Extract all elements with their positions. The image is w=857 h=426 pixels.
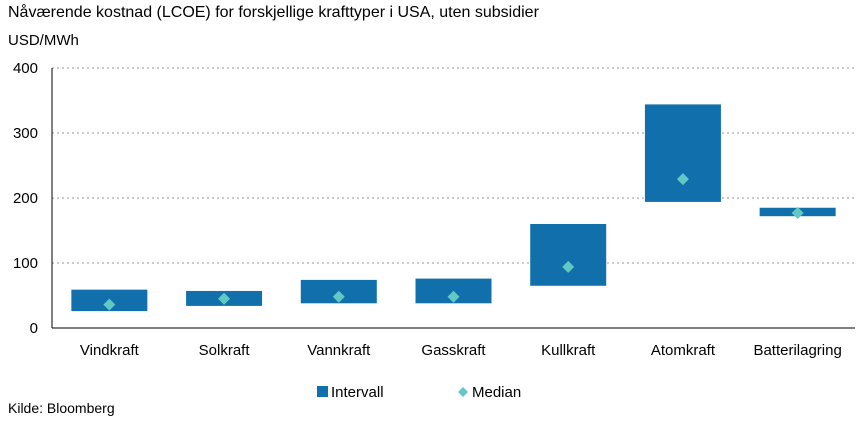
median-marker-batterilagring <box>791 206 804 219</box>
legend-swatch-intervall <box>317 386 328 397</box>
y-tick-label: 200 <box>13 190 38 207</box>
range-bar-atomkraft <box>644 104 721 202</box>
x-category-label: Vannkraft <box>307 342 371 359</box>
x-category-label: Solkraft <box>199 342 251 359</box>
x-category-label: Gasskraft <box>421 342 486 359</box>
median-marker-solkraft <box>218 292 231 305</box>
source-note: Kilde: Bloomberg <box>8 400 115 416</box>
x-category-label: Batterilagring <box>753 342 841 359</box>
y-tick-label: 400 <box>13 60 38 77</box>
legend-label-intervall: Intervall <box>331 384 384 401</box>
median-marker-vannkraft <box>332 290 345 303</box>
y-tick-label: 300 <box>13 125 38 142</box>
x-category-label: Atomkraft <box>651 342 716 359</box>
x-category-label: Kullkraft <box>541 342 596 359</box>
chart-title: Nåværende kostnad (LCOE) for forskjellig… <box>8 4 539 21</box>
median-marker-gasskraft <box>447 290 460 303</box>
legend-swatch-median <box>458 387 468 397</box>
median-marker-kullkraft <box>562 260 575 273</box>
median-marker-vindkraft <box>103 298 116 311</box>
y-tick-label: 100 <box>13 255 38 272</box>
x-category-label: Vindkraft <box>80 342 140 359</box>
range-bar-kullkraft <box>530 224 607 286</box>
y-axis-unit: USD/MWh <box>8 32 79 49</box>
median-marker-atomkraft <box>676 173 689 186</box>
legend-label-median: Median <box>472 384 521 401</box>
y-tick-label: 0 <box>30 320 38 337</box>
